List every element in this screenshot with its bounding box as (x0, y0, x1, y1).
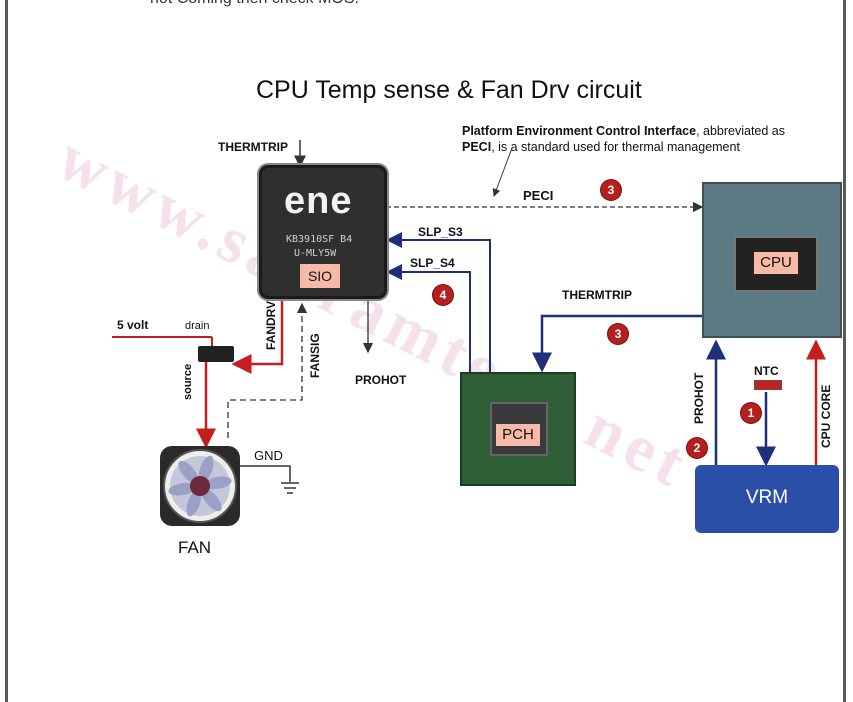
marker-thermtrip: 3 (608, 324, 628, 344)
gnd-label: GND (254, 448, 283, 463)
cpu-core-label: CPU CORE (819, 384, 833, 448)
fan-icon (160, 446, 240, 526)
source-label: source (182, 363, 194, 400)
right-page-border (843, 0, 846, 702)
gnd-wire (238, 465, 291, 482)
ntc-label: NTC (754, 364, 779, 378)
fandrv-label: FANDRV (264, 300, 278, 350)
peci-label: PECI (523, 188, 554, 203)
peci-note-line2-bold: PECI (462, 140, 492, 154)
peci-note-pointer (492, 147, 513, 197)
vrm-block: VRM (695, 465, 839, 533)
sio-label: SIO (300, 264, 340, 288)
peci-note-rest: , abbreviated as (696, 124, 786, 138)
sio-part-number-2: U-MLY5W (294, 248, 337, 259)
thermtrip-right-wire (532, 314, 702, 373)
thermtrip-right-label: THERMTRIP (562, 288, 632, 302)
drain-label: drain (185, 320, 210, 332)
peci-note-bold: Platform Environment Control Interface (462, 124, 697, 138)
sio-part-number: KB3910SF B4 (286, 234, 353, 245)
top-cut-text: not Coming then check MOS. (150, 0, 359, 8)
peci-note-line1: Platform Environment Control Interface, … (462, 124, 785, 138)
fandrv-wire (231, 300, 284, 374)
left-page-border (5, 0, 8, 702)
fansig-wire (227, 302, 308, 438)
peci-note-line2: PECI, is a standard used for thermal man… (462, 140, 740, 154)
cpu-label: CPU (754, 252, 798, 274)
ntc-sensor (754, 380, 782, 390)
slp-s4-wire (386, 271, 471, 372)
pch-label: PCH (496, 424, 540, 446)
marker-peci: 3 (601, 180, 621, 200)
prohot-label: PROHOT (355, 373, 407, 387)
diagram-title: CPU Temp sense & Fan Drv circuit (256, 76, 642, 104)
marker-ntc: 1 (741, 403, 761, 423)
ene-logo: ene (284, 180, 353, 222)
peci-note-line2-rest: , is a standard used for thermal managem… (491, 140, 740, 154)
marker-prohot: 2 (687, 438, 707, 458)
fansig-label: FANSIG (308, 333, 322, 378)
fan-label: FAN (178, 538, 212, 557)
marker-slp: 4 (433, 285, 453, 305)
cpu-package: CPU (702, 182, 842, 338)
sio-chip: ene KB3910SF B4 U-MLY5W SIO (262, 168, 384, 296)
slp-s4-label: SLP_S4 (410, 256, 455, 270)
mosfet (198, 346, 234, 362)
slp-s3-label: SLP_S3 (418, 225, 463, 239)
pch-package: PCH (460, 372, 576, 486)
thermtrip-top-label: THERMTRIP (218, 140, 288, 154)
five-volt-label: 5 volt (117, 318, 149, 332)
vrm-label: VRM (745, 487, 789, 508)
prohot-vertical-label: PROHOT (692, 372, 706, 424)
